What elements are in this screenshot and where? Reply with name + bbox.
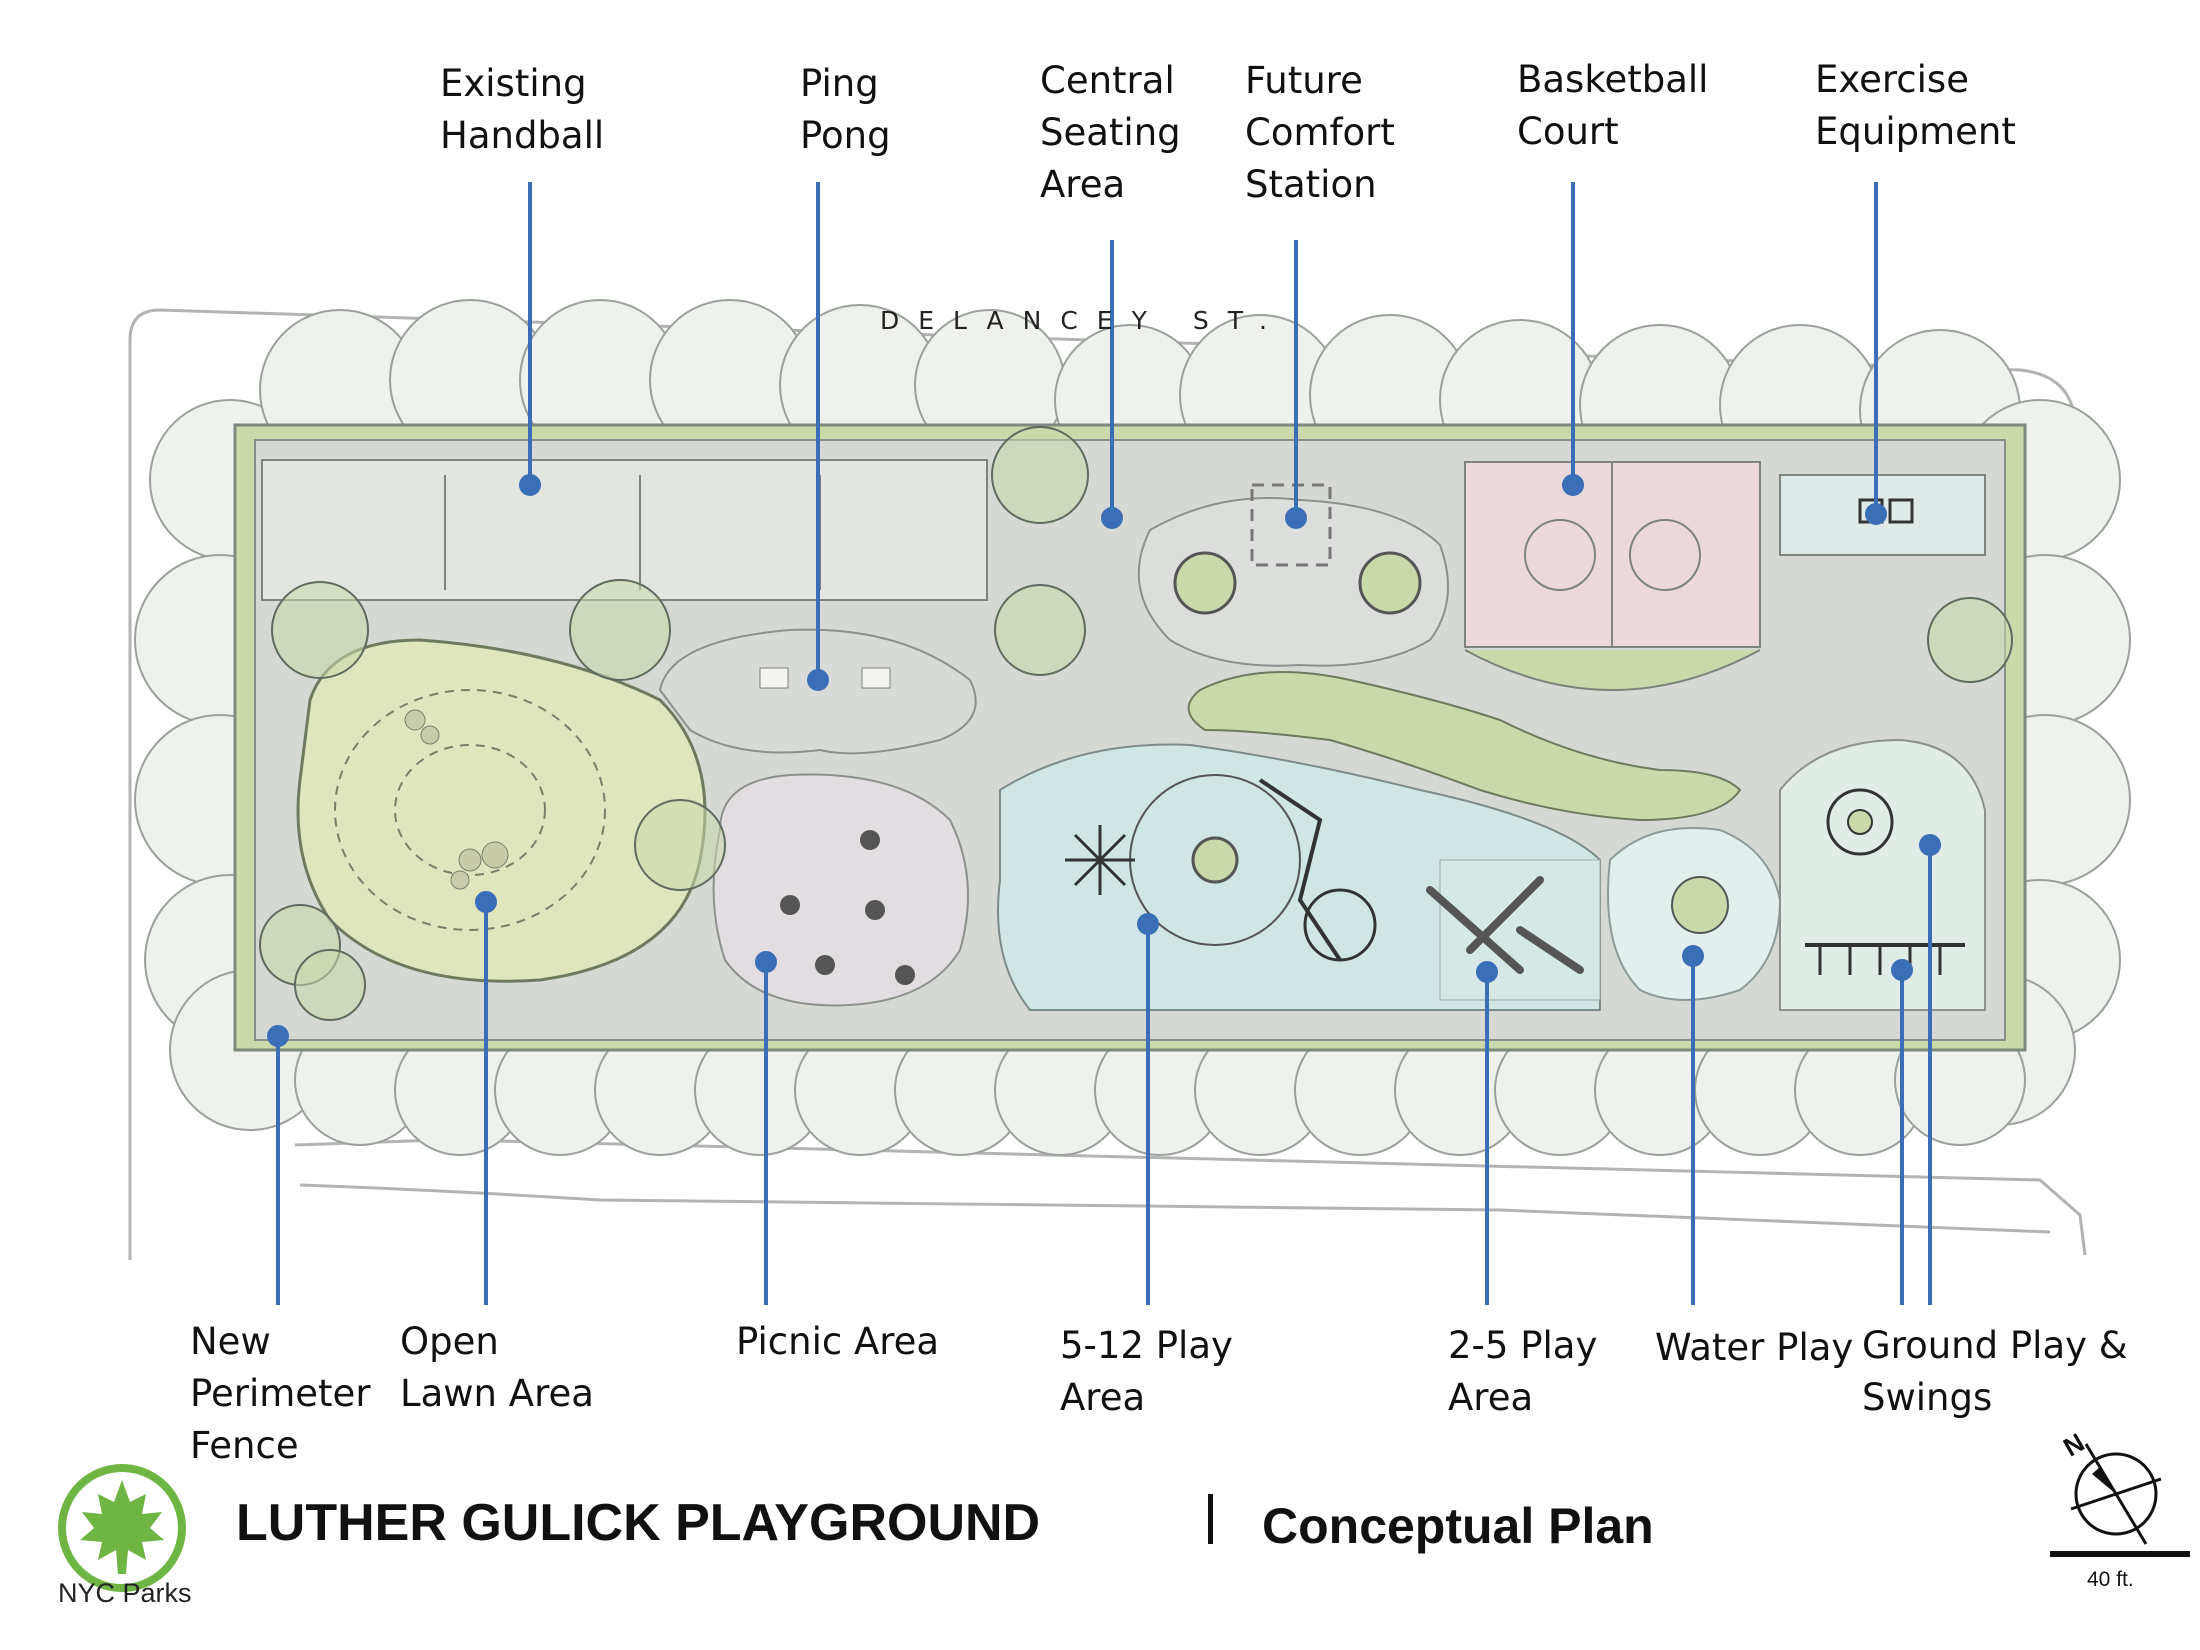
interior-tree-canopies bbox=[259, 426, 2013, 1021]
callout-line: Station bbox=[1245, 163, 1377, 206]
callout-line: Water Play bbox=[1655, 1326, 1854, 1369]
central-planting-bed bbox=[1187, 671, 1742, 822]
callout-ground-play: Ground Play & Swings bbox=[1862, 1320, 2128, 1424]
callout-line: Fence bbox=[190, 1424, 299, 1467]
callout-future-comfort: Future Comfort Station bbox=[1245, 55, 1395, 211]
callout-picnic-area: Picnic Area bbox=[736, 1316, 939, 1368]
callout-line: Area bbox=[1060, 1376, 1146, 1419]
plan-title: LUTHER GULICK PLAYGROUND bbox=[236, 1494, 1041, 1552]
street-label: DELANCEY ST. bbox=[880, 306, 1286, 335]
callout-line: Existing bbox=[440, 62, 587, 105]
callout-line: Swings bbox=[1862, 1376, 1993, 1419]
nyc-parks-logo bbox=[58, 1464, 186, 1592]
open-lawn bbox=[296, 638, 707, 983]
callout-line: 5-12 Play bbox=[1060, 1324, 1233, 1367]
org-name: NYC Parks bbox=[58, 1578, 192, 1608]
plan-subtitle: Conceptual Plan bbox=[1262, 1498, 1654, 1554]
basketball-court bbox=[1464, 461, 1761, 691]
ping-pong-area bbox=[658, 628, 977, 755]
callout-central-seating: Central Seating Area bbox=[1040, 55, 1181, 211]
callout-open-lawn: Open Lawn Area bbox=[400, 1316, 594, 1420]
callout-line: Open bbox=[400, 1320, 499, 1363]
callout-line: Future bbox=[1245, 59, 1363, 102]
callout-line: 2-5 Play bbox=[1448, 1324, 1598, 1367]
callout-line: Seating bbox=[1040, 111, 1181, 154]
callout-line: Pong bbox=[800, 114, 891, 157]
callout-line: Ground Play & bbox=[1862, 1324, 2128, 1367]
central-seating-area bbox=[1137, 483, 1449, 667]
callout-line: Perimeter bbox=[190, 1372, 371, 1415]
callout-line: Equipment bbox=[1815, 110, 2016, 153]
callout-line: Central bbox=[1040, 59, 1175, 102]
handball-area bbox=[261, 459, 988, 601]
scale-bar bbox=[2050, 1551, 2190, 1557]
callout-play-2-5: 2-5 Play Area bbox=[1448, 1320, 1597, 1424]
callout-line: Area bbox=[1448, 1376, 1534, 1419]
callout-line: Exercise bbox=[1815, 58, 1969, 101]
north-arrow-icon: N bbox=[2058, 1427, 2162, 1545]
callout-basketball-court: Basketball Court bbox=[1517, 54, 1708, 158]
north-label: N bbox=[2058, 1427, 2089, 1462]
callout-line: Comfort bbox=[1245, 111, 1395, 154]
picnic-area bbox=[712, 773, 969, 1007]
callout-line: Basketball bbox=[1517, 58, 1709, 101]
callout-water-play: Water Play bbox=[1655, 1322, 1853, 1374]
scale-label: 40 ft. bbox=[2087, 1568, 2134, 1591]
callout-existing-handball: Existing Handball bbox=[440, 58, 604, 162]
ground-play-swings-area bbox=[1779, 738, 1986, 1011]
callout-ping-pong: Ping Pong bbox=[800, 58, 891, 162]
callout-line: Court bbox=[1517, 110, 1619, 153]
callout-line: Ping bbox=[800, 62, 879, 105]
play-area-2-5 bbox=[1426, 859, 1601, 1001]
callout-play-5-12: 5-12 Play Area bbox=[1060, 1320, 1233, 1424]
callout-line: Area bbox=[1040, 163, 1126, 206]
callout-exercise-equipment: Exercise Equipment bbox=[1815, 54, 2016, 158]
callout-line: Handball bbox=[440, 114, 605, 157]
callout-new-perimeter-fence: New Perimeter Fence bbox=[190, 1316, 371, 1472]
callout-leader-lines bbox=[267, 182, 1941, 1305]
water-play-area bbox=[1607, 827, 1782, 1001]
callout-line: New bbox=[190, 1320, 271, 1363]
callout-line: Lawn Area bbox=[400, 1372, 594, 1415]
callout-line: Picnic Area bbox=[736, 1320, 940, 1363]
title-divider bbox=[1208, 1494, 1213, 1544]
